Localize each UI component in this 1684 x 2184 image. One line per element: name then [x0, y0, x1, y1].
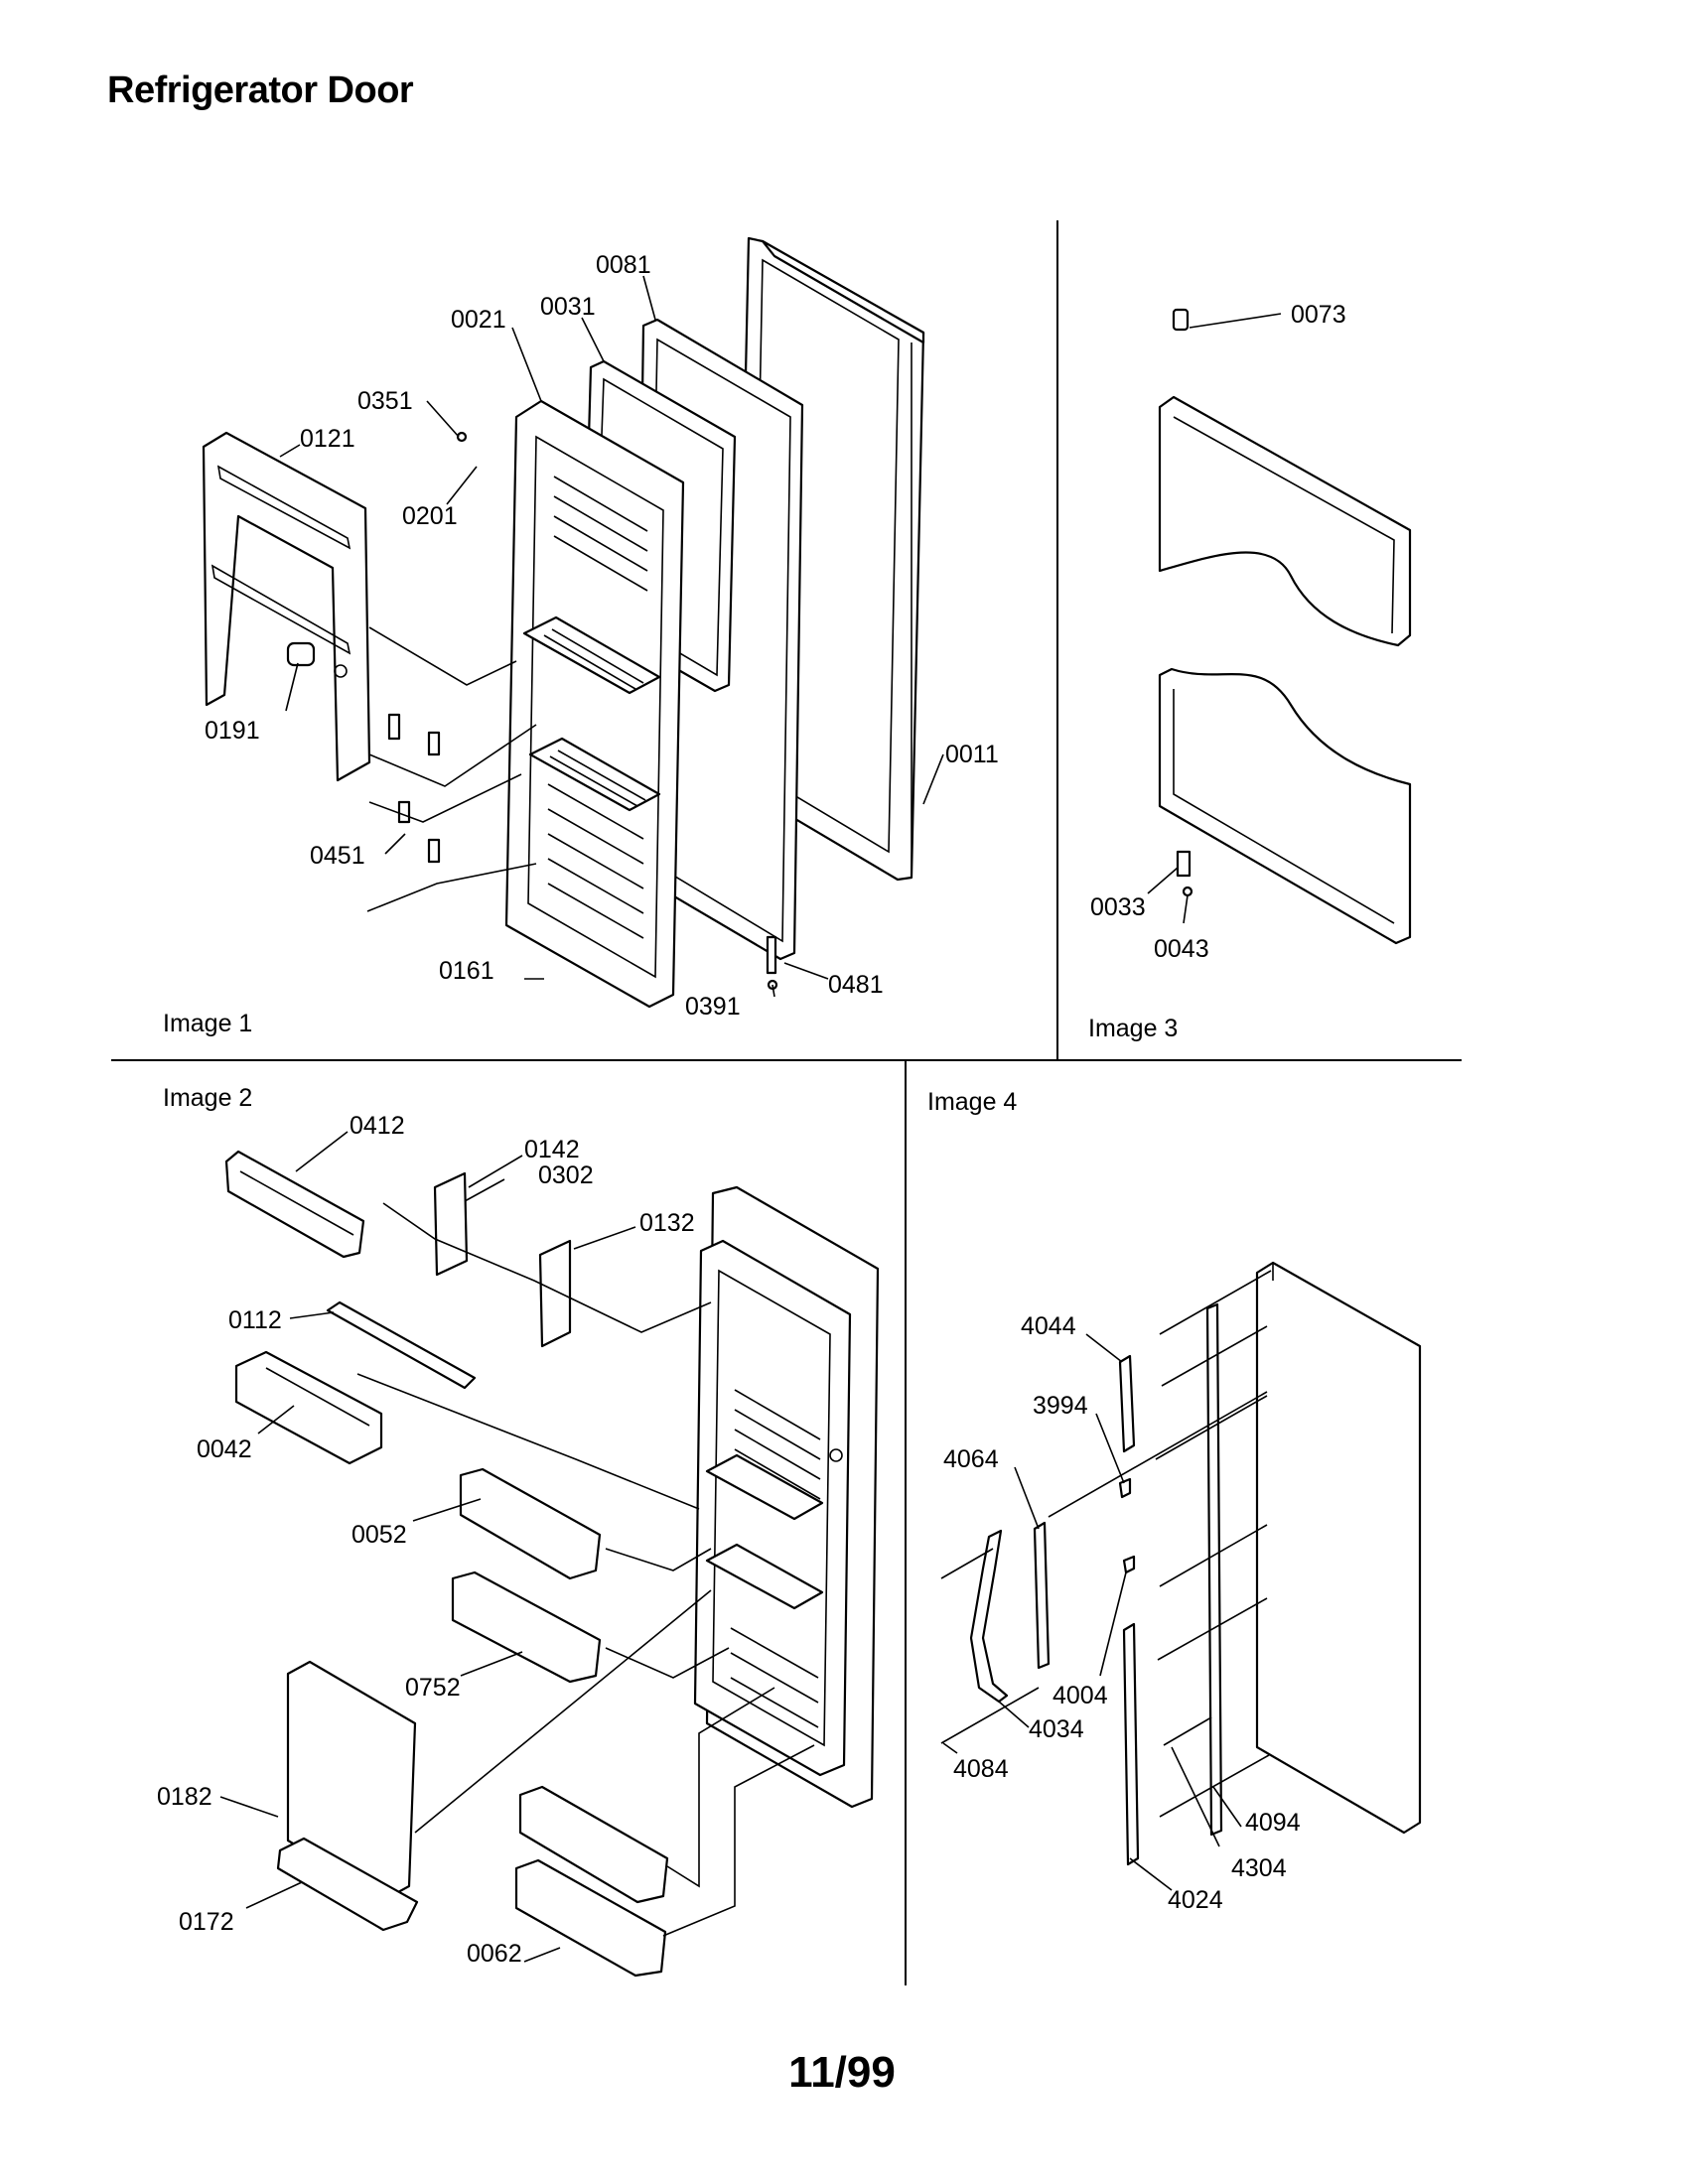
part-4024-label: 4024 [1168, 1886, 1223, 1914]
part-4084-label: 4084 [953, 1755, 1009, 1783]
part-0752-label: 0752 [405, 1674, 461, 1702]
page-title: Refrigerator Door [107, 69, 414, 111]
part-0481-label: 0481 [828, 971, 884, 999]
part-0121-label: 0121 [300, 425, 355, 453]
part-0052-label: 0052 [351, 1521, 407, 1549]
image3-leaders [1147, 313, 1282, 924]
image1-drawing [202, 236, 944, 1009]
page-footer: 11/99 [788, 2048, 896, 2097]
part-3994-label: 3994 [1033, 1392, 1088, 1420]
part-0081-label: 0081 [596, 251, 651, 279]
part-4044-label: 4044 [1021, 1312, 1076, 1340]
image4-assembly-lines [940, 1270, 1272, 1818]
image4-drawing [940, 1261, 1422, 1866]
part-0161-label: 0161 [439, 957, 494, 985]
part-0062-label: 0062 [467, 1940, 522, 1968]
part-4064-label: 4064 [943, 1445, 999, 1473]
image2-drawing [224, 1150, 880, 1978]
part-0033-label: 0033 [1090, 893, 1146, 921]
panel-label-image-3: Image 3 [1088, 1015, 1178, 1042]
part-0031-label: 0031 [540, 293, 596, 321]
part-0172-label: 0172 [179, 1908, 234, 1936]
part-4034-label: 4034 [1029, 1715, 1084, 1743]
part-0351-label: 0351 [357, 387, 413, 415]
part-0021-label: 0021 [451, 306, 506, 334]
panel-dividers [111, 220, 1462, 1985]
part-0142-label: 0142 [524, 1136, 580, 1163]
assembly-lines [366, 626, 537, 912]
part-4304-label: 4304 [1231, 1854, 1287, 1882]
dispenser-frame [202, 431, 371, 782]
door-liner [504, 399, 685, 1009]
part-0412-label: 0412 [350, 1112, 405, 1140]
part-4094-label: 4094 [1245, 1809, 1301, 1837]
part-0043-label: 0043 [1154, 935, 1209, 963]
part-0391-label: 0391 [685, 993, 741, 1021]
panel-label-image-2: Image 2 [163, 1084, 252, 1112]
panel-label-image-4: Image 4 [927, 1088, 1017, 1116]
image4-leaders [942, 1333, 1242, 1891]
part-0182-label: 0182 [157, 1783, 212, 1811]
part-0042-label: 0042 [197, 1435, 252, 1463]
image2-assembly-lines [356, 1202, 815, 1937]
part-0073-label: 0073 [1291, 301, 1346, 329]
part-0112-label: 0112 [228, 1306, 282, 1334]
part-0201-label: 0201 [402, 502, 458, 530]
image3-drawing [1158, 308, 1412, 945]
part-0451-label: 0451 [310, 842, 365, 870]
part-0132-label: 0132 [639, 1209, 695, 1237]
part-4004-label: 4004 [1052, 1682, 1108, 1709]
part-0302-label: 0302 [538, 1161, 594, 1189]
image1-leaders [279, 275, 944, 998]
part-0191-label: 0191 [205, 717, 260, 745]
panel-label-image-1: Image 1 [163, 1010, 252, 1037]
image2-leaders [219, 1131, 636, 1963]
part-0011-label: 0011 [945, 741, 999, 768]
